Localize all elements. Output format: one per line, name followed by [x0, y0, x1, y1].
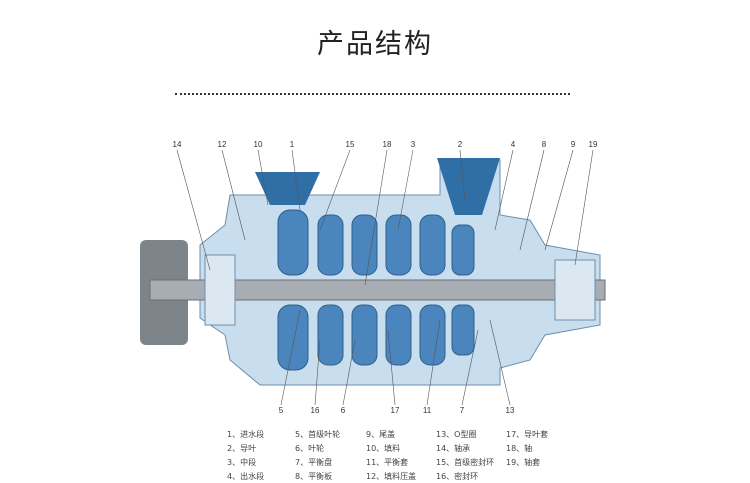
callout-label: 2	[457, 140, 463, 149]
callout-label: 5	[278, 406, 284, 415]
legend-item: 1、进水段	[227, 430, 265, 439]
legend-item: 8、平衡板	[295, 472, 333, 481]
callout-label: 13	[505, 406, 515, 415]
callout-label: 9	[570, 140, 576, 149]
dotted-divider	[175, 93, 570, 95]
legend-item: 2、导叶	[227, 444, 257, 453]
callout-label: 4	[510, 140, 516, 149]
legend-item: 14、轴承	[436, 444, 471, 453]
legend-item: 18、轴	[506, 444, 533, 453]
legend-item: 15、首级密封环	[436, 458, 495, 467]
legend-item: 12、填料压盖	[366, 472, 417, 481]
callout-label: 11	[422, 406, 432, 415]
callout-label: 14	[172, 140, 182, 149]
legend-item: 6、叶轮	[295, 444, 325, 453]
inlet-nozzle	[255, 172, 320, 205]
legend-item: 4、出水段	[227, 472, 265, 481]
bearing-right	[554, 259, 596, 321]
callout-label: 16	[310, 406, 320, 415]
callout-label: 7	[459, 406, 465, 415]
legend-item: 17、导叶套	[506, 430, 549, 439]
callout-label: 17	[390, 406, 400, 415]
callout-label: 6	[340, 406, 346, 415]
legend-item: 7、平衡盘	[295, 458, 333, 467]
callout-label: 3	[410, 140, 416, 149]
legend-item: 16、密封环	[436, 472, 479, 481]
callout-label: 12	[217, 140, 227, 149]
legend-item: 11、平衡套	[366, 458, 409, 467]
outlet-nozzle	[437, 158, 500, 215]
callout-label: 19	[588, 140, 598, 149]
impellers	[277, 209, 475, 371]
legend-item: 13、O型圈	[436, 430, 477, 439]
callout-label: 18	[382, 140, 392, 149]
legend-item: 19、轴套	[506, 458, 541, 467]
callout-label: 15	[345, 140, 355, 149]
legend-item: 5、首级叶轮	[295, 430, 341, 439]
leader-lines	[176, 149, 594, 406]
bearing-left	[204, 254, 236, 326]
legend-item: 10、填料	[366, 444, 401, 453]
legend-item: 9、尾盖	[366, 430, 396, 439]
callout-label: 8	[541, 140, 547, 149]
callout-label: 10	[253, 140, 263, 149]
legend-item: 3、中段	[227, 458, 257, 467]
shaft	[149, 279, 606, 301]
callout-label: 1	[289, 140, 295, 149]
page-title: 产品结构	[317, 29, 433, 60]
